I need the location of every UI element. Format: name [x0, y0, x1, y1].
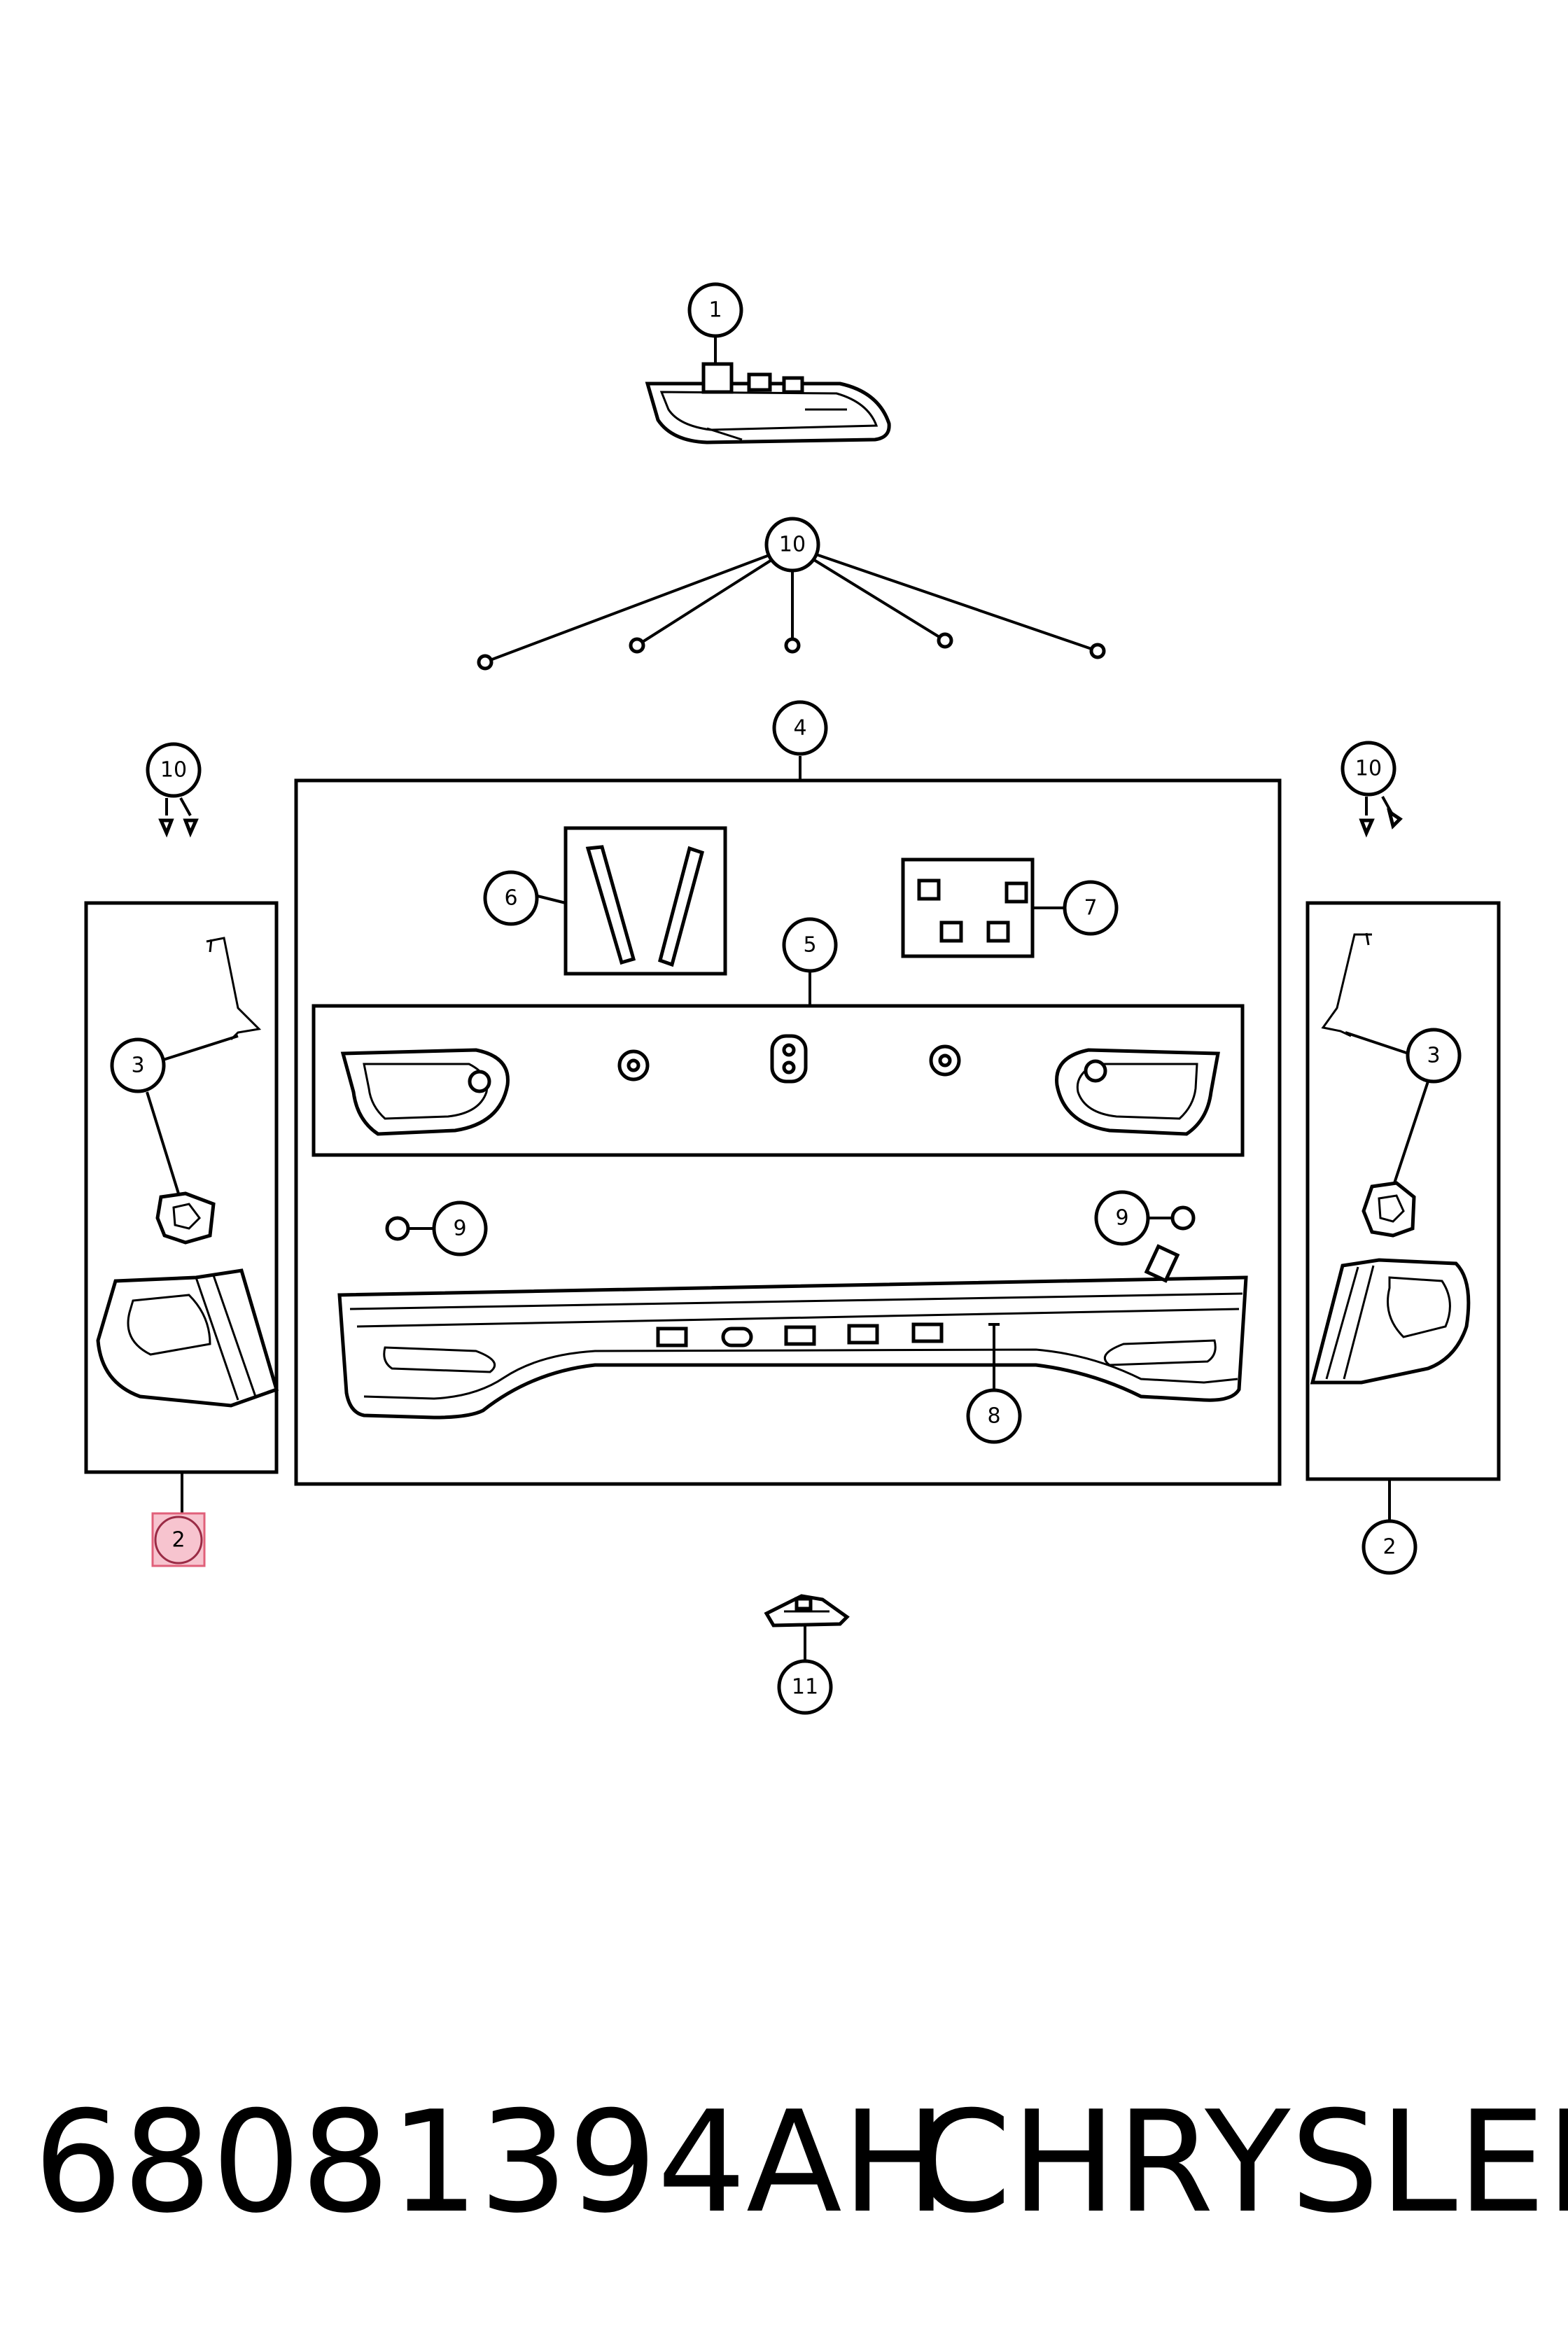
- footer: 68081394AH CHRYSLER: [0, 2072, 1568, 2254]
- svg-text:4: 4: [793, 716, 806, 741]
- part-5-box: [312, 1004, 1245, 1157]
- parts-diagram: 1 10 4 6: [84, 282, 1501, 1715]
- part-1-high-mount-lamp: [645, 362, 891, 444]
- callout-3-left[interactable]: 3: [110, 1037, 166, 1093]
- part-2-right-tail-lamp: [1310, 1258, 1471, 1385]
- callout-6[interactable]: 6: [483, 870, 539, 926]
- svg-text:2: 2: [172, 1528, 185, 1553]
- svg-text:10: 10: [1355, 757, 1382, 781]
- svg-text:6: 6: [504, 886, 517, 911]
- svg-text:8: 8: [987, 1404, 1000, 1429]
- callout-10-right[interactable]: 10: [1340, 741, 1396, 797]
- part-8-applique: [337, 1244, 1248, 1420]
- callout-9-right[interactable]: 9: [1094, 1190, 1150, 1246]
- part-7-clips: [917, 878, 1028, 943]
- callout-3-right[interactable]: 3: [1406, 1028, 1462, 1084]
- emblem-letters: [656, 1322, 944, 1348]
- part-2-left-tail-lamp: [96, 1268, 279, 1408]
- fastener-dots-top: [477, 632, 1106, 671]
- svg-text:3: 3: [1427, 1044, 1440, 1068]
- part-9-pins: [385, 1205, 1196, 1241]
- callout-1[interactable]: 1: [687, 282, 743, 338]
- part-3-left-harness: [155, 937, 262, 1245]
- callout-2-right[interactable]: 2: [1362, 1519, 1418, 1575]
- part-5-gaskets: [340, 1034, 1220, 1136]
- callout-11[interactable]: 11: [777, 1659, 833, 1715]
- part-11-license-lamp: [764, 1594, 850, 1628]
- callout-8[interactable]: 8: [966, 1388, 1022, 1444]
- callout-10-top-leaders: [486, 552, 1098, 663]
- callout-5[interactable]: 5: [782, 917, 838, 973]
- svg-text:9: 9: [1115, 1206, 1128, 1231]
- svg-text:11: 11: [792, 1675, 818, 1700]
- callout-4[interactable]: 4: [772, 700, 828, 756]
- part-7-box: [901, 858, 1035, 958]
- svg-text:2: 2: [1382, 1535, 1396, 1560]
- callout-10-left[interactable]: 10: [146, 742, 202, 798]
- part-2-right-box: [1306, 901, 1501, 1481]
- part-6-box: [564, 826, 727, 976]
- svg-text:10: 10: [160, 758, 187, 783]
- callout-10-top[interactable]: 10: [764, 517, 820, 573]
- brand-name: CHRYSLER: [913, 2081, 1568, 2244]
- svg-text:10: 10: [779, 533, 806, 557]
- part-4-assembly-box: [294, 778, 1282, 1486]
- part-6-seals: [585, 845, 705, 967]
- callout-7[interactable]: 7: [1063, 880, 1119, 936]
- svg-text:1: 1: [708, 298, 722, 323]
- svg-text:7: 7: [1084, 896, 1097, 920]
- fasteners-right: [1359, 796, 1403, 838]
- svg-text:5: 5: [803, 933, 816, 958]
- part-3-right-harness: [1321, 932, 1416, 1238]
- callout-9-left[interactable]: 9: [432, 1200, 488, 1256]
- callout-2-left[interactable]: 2: [151, 1512, 206, 1567]
- svg-text:3: 3: [131, 1054, 144, 1078]
- svg-text:9: 9: [453, 1217, 466, 1241]
- part-number: 68081394AH: [34, 2081, 948, 2244]
- fasteners-left: [158, 797, 199, 838]
